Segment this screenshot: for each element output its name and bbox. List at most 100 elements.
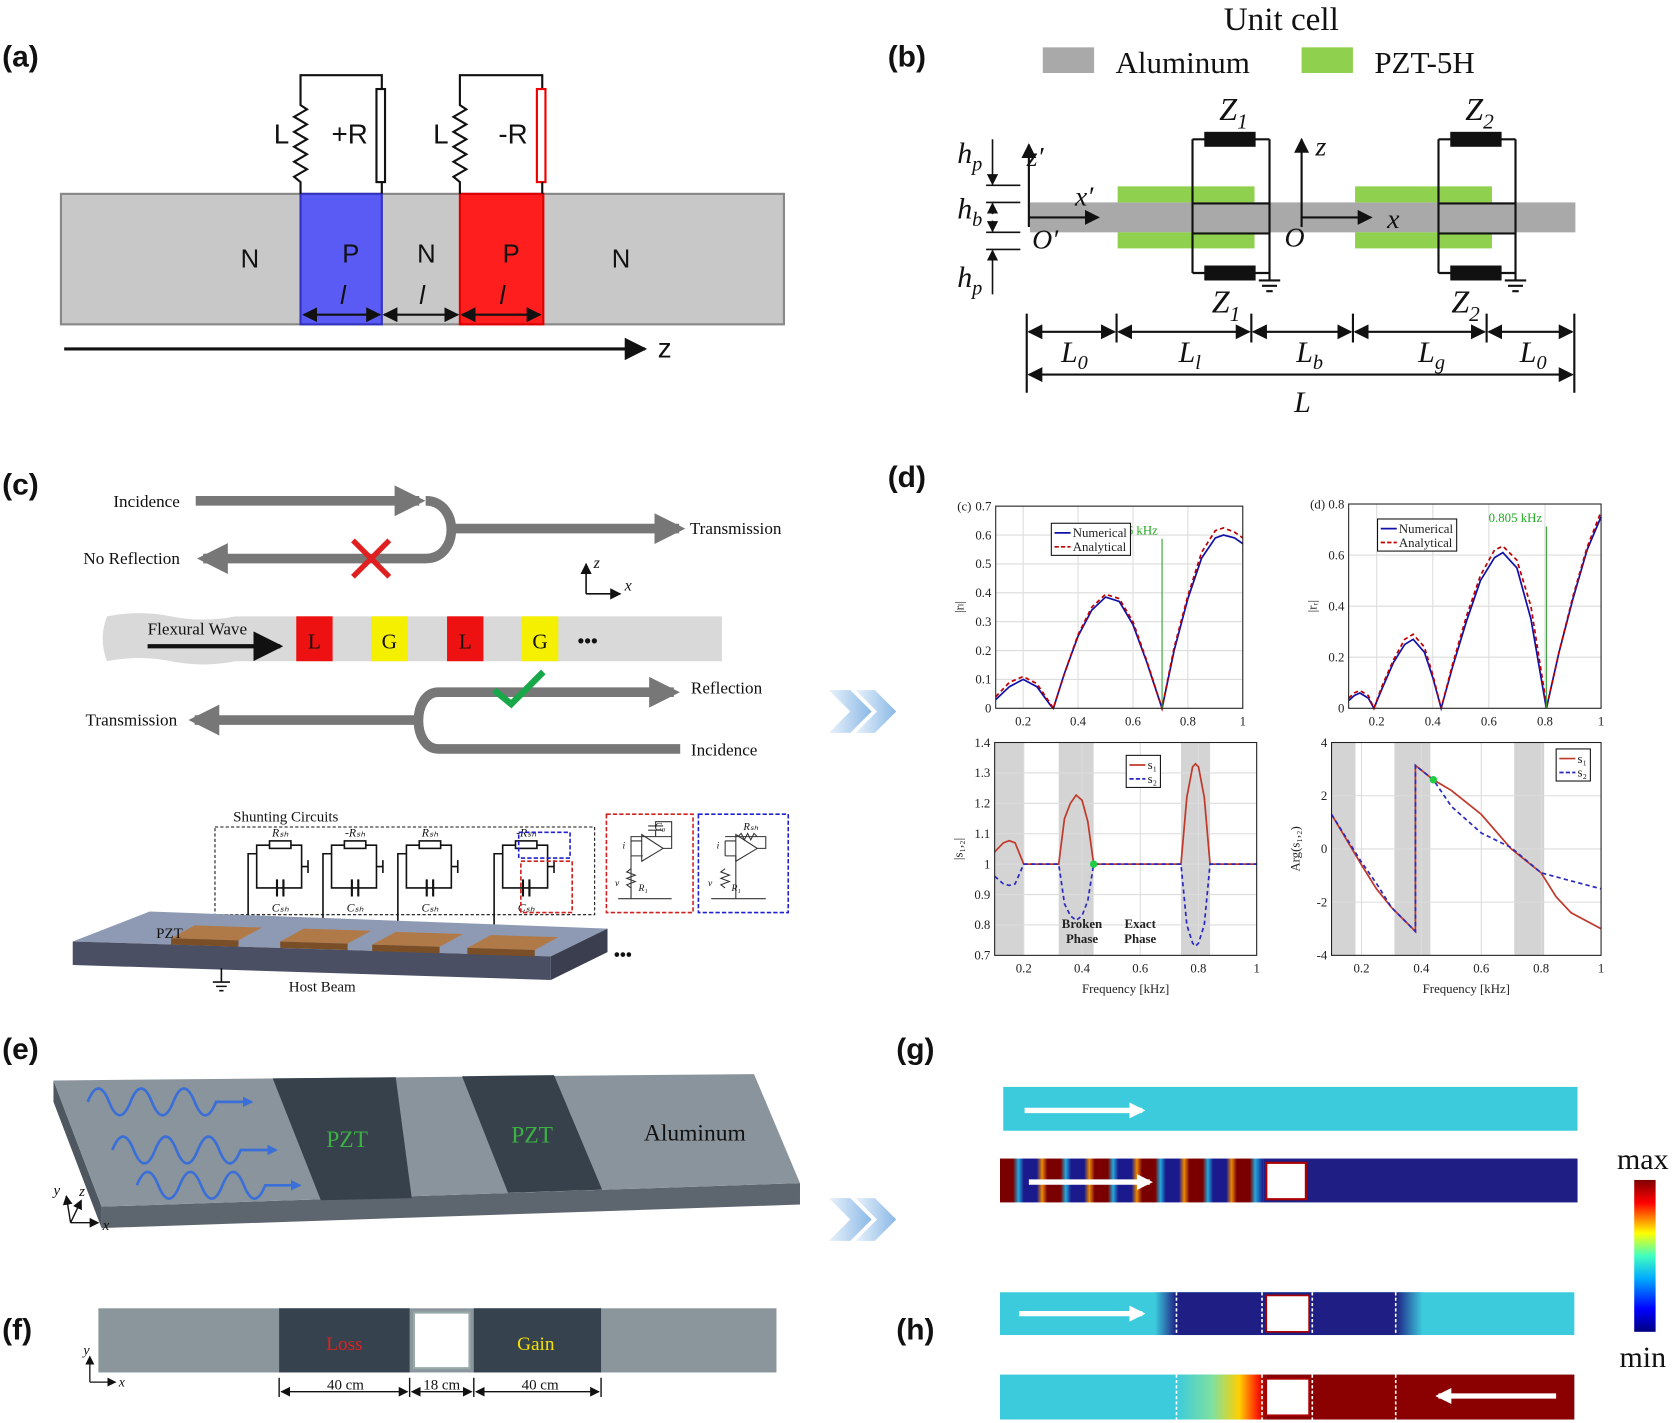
capacitor-icon (521, 879, 531, 897)
panel-label-a: (a) (2, 41, 39, 74)
pzt-patch-side (372, 944, 440, 954)
legend-aluminum: Aluminum (1116, 45, 1250, 80)
resistor-icon (343, 840, 367, 850)
legend-label: Analytical (1073, 540, 1127, 554)
panel-label-d: (d) (888, 461, 926, 494)
region-label: N (612, 246, 631, 274)
length-label: l (340, 282, 347, 310)
legend-label: s₁ (1578, 752, 1587, 766)
circuit-wire (397, 844, 459, 944)
panel-e: (e) PZT PZT Aluminum y z x (2, 1033, 800, 1234)
length-dimensions (1025, 313, 1576, 393)
dimension-label: L0 (1519, 336, 1547, 374)
capacitor-label: Cₛₕ (347, 901, 364, 914)
svg-text:C₀: C₀ (655, 821, 666, 833)
pzt-patch-side (280, 941, 348, 951)
beam (59, 192, 786, 326)
axis-x-label: x (624, 578, 632, 595)
impedance-circuit-2 (1437, 131, 1527, 293)
x-tick-label: 1 (1598, 961, 1604, 975)
y-tick-label: 1.3 (974, 766, 990, 780)
series-line-Analytical (995, 526, 1244, 712)
loss-region (299, 192, 383, 326)
y-axis-label: Arg(s₁,₂) (1288, 826, 1302, 871)
panel-b: (b) Unit cell Aluminum PZT-5H Z1 Z1 Z2 Z… (888, 1, 1576, 419)
phase-label: Phase (1066, 932, 1098, 946)
panel-label-g: (g) (896, 1033, 934, 1066)
local-x-label: x′ (1074, 182, 1094, 213)
gain-cell (371, 616, 408, 662)
y-tick-label: 0.3 (975, 615, 991, 629)
series-line-s₂ (994, 863, 1257, 948)
inductor-label: L (274, 119, 289, 150)
dimension-label: Ll (1178, 336, 1202, 374)
y-tick-label: 0.6 (1328, 548, 1345, 562)
incident-wave-icons (86, 1087, 302, 1200)
coordinate-axes (62, 1195, 100, 1228)
axis-x-label: x (118, 1375, 126, 1390)
y-tick-label: 0.7 (975, 499, 992, 513)
dimension-label: 18 cm (423, 1378, 460, 1394)
y-tick-label: 0.1 (975, 673, 991, 687)
inductor-label: L (433, 119, 448, 150)
circuit-wire (322, 844, 384, 944)
circuit-wire (493, 844, 555, 944)
unit-cell-title: Unit cell (1224, 1, 1339, 38)
gain-region (473, 1308, 602, 1373)
negative-resistor-highlight (517, 831, 571, 859)
reflection-label: Reflection (691, 678, 763, 697)
capacitor-icon (425, 879, 435, 897)
region-label: P (342, 240, 359, 268)
resistor-label: Rₛₕ (421, 827, 439, 840)
gap-region (412, 1311, 471, 1370)
cell-label: L (308, 629, 321, 653)
panel-g: (g) (896, 1033, 1578, 1203)
pzt-patch (171, 925, 263, 941)
legend-box (1125, 754, 1161, 788)
x-tick-label: 0.6 (1481, 714, 1498, 728)
y-tick-label: 0.4 (1328, 599, 1345, 613)
coordinate-axes (580, 562, 622, 600)
series-line-s₁ (1330, 763, 1602, 934)
y-tick-label: 0.7 (974, 949, 991, 963)
legend-pzt: PZT-5H (1374, 45, 1474, 80)
coordinate-axes (85, 1355, 117, 1387)
svg-text:R₁: R₁ (731, 883, 741, 894)
resistor-icon (418, 840, 442, 850)
y-tick-label: 2 (1321, 789, 1327, 803)
x-tick-label: 1 (1598, 714, 1604, 728)
local-z-label: z′ (1026, 142, 1045, 173)
cross-icon (351, 538, 392, 579)
panel-label-h: (h) (896, 1313, 934, 1346)
dimension-label: L0 (1060, 336, 1088, 374)
continuation-dots: ••• (578, 631, 598, 652)
impedance-circuit-1 (1191, 131, 1281, 293)
capacitor-icon (350, 879, 360, 897)
legend-label: Analytical (1399, 536, 1453, 550)
transmission-label: Transmission (86, 710, 178, 729)
capacitor-icon (275, 879, 285, 897)
x-tick-label: 1 (1253, 961, 1259, 975)
host-beam-label: Host Beam (289, 980, 356, 996)
circuit-negative-r (451, 74, 547, 194)
field-gradient (1395, 1292, 1423, 1336)
phase-label: Exact (1125, 917, 1157, 931)
region-label: P (503, 240, 520, 268)
loss-cell (447, 616, 484, 662)
subplot-tag: (d) (1310, 497, 1325, 511)
x-tick-label: 0.8 (1190, 961, 1206, 975)
x-tick-label: 0.2 (1353, 961, 1369, 975)
annotation-label: 0.805 kHz (1489, 511, 1543, 525)
legend-swatch-pzt (1301, 47, 1353, 73)
y-tick-label: -2 (1317, 895, 1328, 909)
x-tick-label: 0.2 (1016, 961, 1032, 975)
region-boundaries (1175, 1292, 1397, 1336)
resistor-label: -Rₛₕ (345, 827, 365, 840)
y-tick-label: 0 (985, 702, 991, 716)
region-label: N (241, 246, 260, 274)
pzt-region (272, 1077, 412, 1201)
axes-frame (994, 741, 1258, 956)
